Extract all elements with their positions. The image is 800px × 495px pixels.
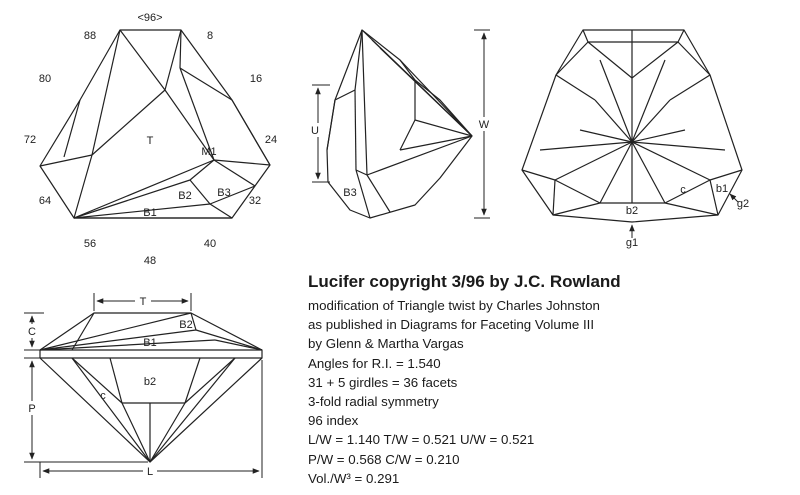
index-label: 64: [39, 195, 51, 207]
facet-label: b1: [716, 183, 728, 195]
index-label: 16: [250, 73, 262, 85]
dimension-label: C: [28, 326, 36, 338]
index-label: <96>: [137, 12, 162, 24]
top-view-outline: [39, 29, 271, 219]
index-label: 48: [144, 255, 156, 267]
facet-label: M1: [201, 146, 216, 158]
index-label: 88: [84, 30, 96, 42]
index-label: 8: [207, 30, 213, 42]
index-label: 24: [265, 134, 277, 146]
facet-label: B1: [143, 207, 156, 219]
info-line: Vol./W³ = 0.291: [308, 470, 400, 486]
design-title: Lucifer copyright 3/96 by J.C. Rowland: [308, 272, 621, 291]
pavilion-view-annotations: [629, 193, 739, 238]
side-view-labels: U W B3: [308, 117, 492, 199]
facet-label: B2: [179, 319, 192, 331]
facet-label: B2: [178, 190, 191, 202]
girdle-label: g1: [626, 237, 638, 249]
facet-label: B1: [143, 337, 156, 349]
profile-view-labels: T C P L B2 B1 b2 c: [25, 294, 193, 478]
g2-arrow: [729, 193, 739, 203]
facet-label: B3: [217, 187, 230, 199]
profile-view-outline: [39, 312, 263, 463]
side-view: [326, 29, 473, 219]
info-line: P/W = 0.568 C/W = 0.210: [308, 451, 460, 467]
index-label: 32: [249, 195, 261, 207]
top-view: [39, 29, 271, 219]
dimension-label: U: [311, 125, 319, 137]
index-label: 80: [39, 73, 51, 85]
pavilion-view: [521, 29, 743, 223]
info-line: Angles for R.I. = 1.540: [308, 355, 441, 371]
facet-label: b2: [144, 376, 156, 388]
info-line: by Glenn & Martha Vargas: [308, 336, 464, 352]
profile-view: [39, 312, 263, 463]
side-view-dimensions: [312, 29, 490, 219]
info-line: modification of Triangle twist by Charle…: [308, 298, 600, 313]
info-line: L/W = 1.140 T/W = 0.521 U/W = 0.521: [308, 432, 535, 448]
design-info: Lucifer copyright 3/96 by J.C. Rowland m…: [308, 272, 788, 488]
pavilion-view-labels: c b1 b2 g1 g2: [626, 183, 749, 249]
info-line: 3-fold radial symmetry: [308, 394, 439, 410]
index-label: 56: [84, 238, 96, 250]
girdle-label: g2: [737, 198, 749, 210]
index-label: 40: [204, 238, 216, 250]
facet-label: c: [680, 184, 686, 196]
index-label: 72: [24, 134, 36, 146]
info-line: 96 index: [308, 413, 359, 429]
facet-label: b2: [626, 205, 638, 217]
info-line: as published in Diagrams for Faceting Vo…: [308, 317, 595, 333]
top-view-facet-lines: [119, 29, 215, 161]
top-view-labels: <96> 8 16 24 32 40 48 56 64 72 80 88 T M…: [24, 12, 277, 267]
info-line: 31 + 5 girdles = 36 facets: [308, 374, 458, 390]
dimension-label: T: [140, 296, 147, 308]
facet-label: c: [100, 390, 106, 402]
pavilion-view-outline: [521, 29, 743, 223]
dimension-label: L: [147, 466, 153, 478]
dimension-label: P: [28, 403, 35, 415]
dimension-label: W: [479, 119, 490, 131]
facet-label: B3: [343, 187, 356, 199]
facet-label: T: [147, 135, 154, 147]
